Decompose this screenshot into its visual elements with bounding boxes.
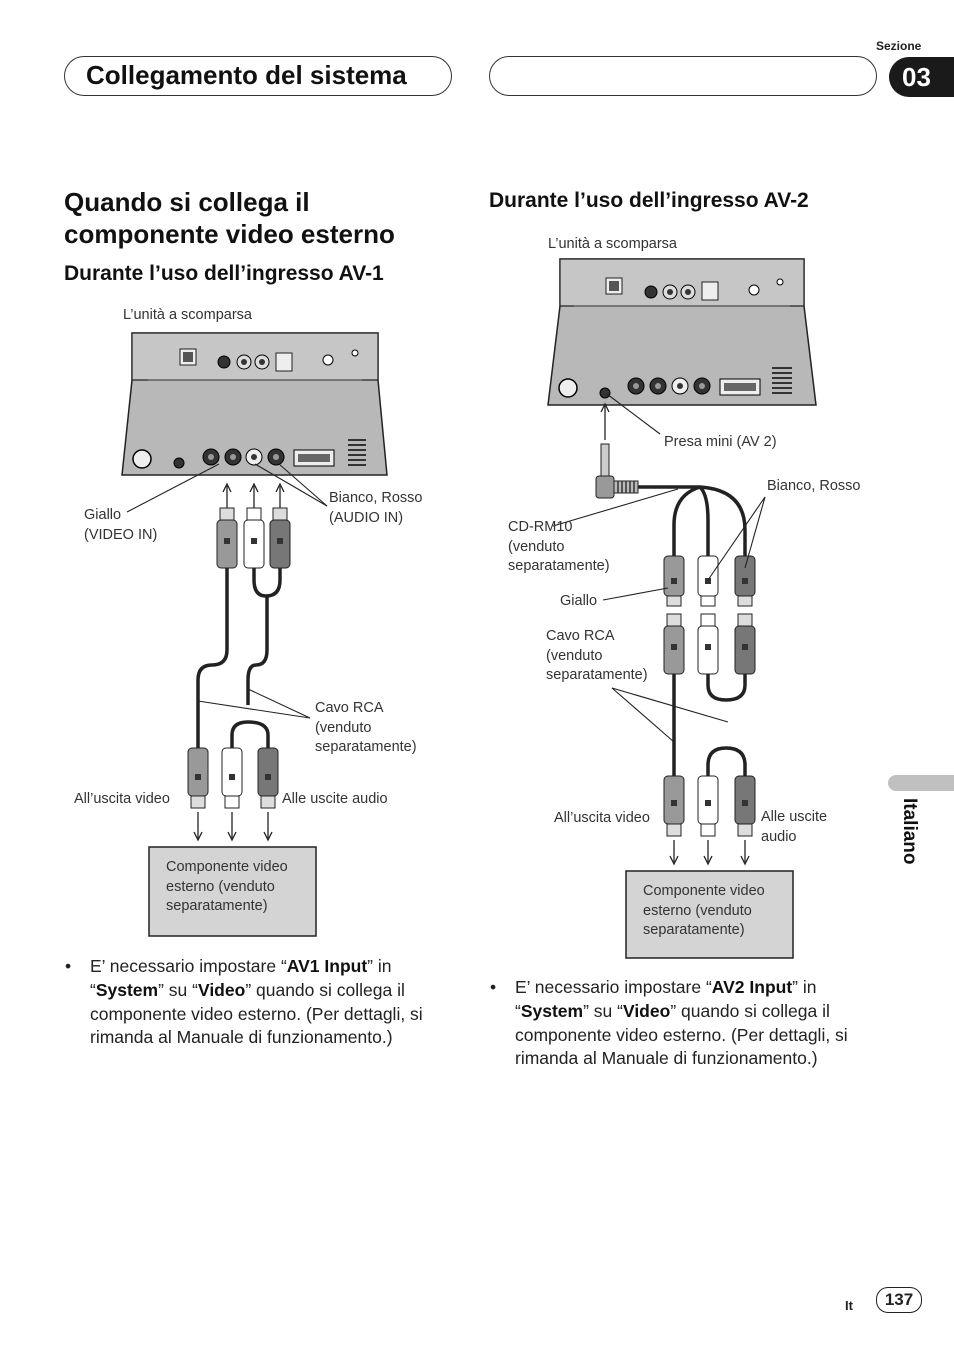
av2-cd-rm10-line-2: (venduto xyxy=(508,538,565,555)
av2-rca-label-line-3: separatamente) xyxy=(546,667,648,683)
av1-note-text-4: ” quando si collega il componente video … xyxy=(90,979,423,1048)
av2-note-text-3: ” su “ xyxy=(583,1000,623,1021)
av2-note-setting: AV2 Input xyxy=(711,977,793,997)
av1-audio-out-label: Alle uscite audio xyxy=(282,791,388,807)
av1-component-label: Componente video esterno (venduto separa… xyxy=(166,859,288,914)
av2-note-value: Video xyxy=(622,1000,671,1021)
av2-note: • E’ necessario impostare “AV2 Input” in … xyxy=(490,976,875,1071)
section-title: Collegamento del sistema xyxy=(86,60,407,90)
av1-component-box-frame xyxy=(148,846,317,937)
av2-rca-bottom-plugs xyxy=(663,775,756,837)
av2-rca-label-line-2: (venduto xyxy=(546,647,603,664)
av2-mini-jack-plug xyxy=(595,443,639,499)
av1-yellow-label-line-2: (VIDEO IN) xyxy=(84,526,158,543)
av2-note-text-4: ” quando si collega il componente video … xyxy=(515,1000,848,1069)
av2-cd-rm10-label: CD-RM10 (venduto separatamente) xyxy=(508,518,610,577)
header-empty-frame xyxy=(489,56,877,96)
av1-hideaway-unit-illustration xyxy=(121,332,388,476)
av1-yellow-label-line-1: Giallo xyxy=(84,507,122,523)
av1-note-setting: AV1 Input xyxy=(286,956,368,976)
main-title-line-2: componente video esterno xyxy=(64,219,395,249)
av2-component-box-frame xyxy=(625,870,794,959)
av1-bottom-rca-plugs xyxy=(187,747,279,809)
language-tab xyxy=(888,775,954,791)
page-number: 137 xyxy=(876,1287,922,1313)
av1-video-out-label: All’uscita video xyxy=(74,791,170,807)
av2-note-text-1: E’ necessario impostare “ xyxy=(515,977,712,997)
section-number-badge: 03 xyxy=(889,57,954,97)
av1-rca-label-line-1: Cavo RCA xyxy=(315,700,384,716)
main-title-line-1: Quando si collega il xyxy=(64,187,310,217)
language-code: It xyxy=(845,1298,853,1313)
language-label: Italiano xyxy=(899,798,920,865)
av1-note-text-3: ” su “ xyxy=(158,979,198,1000)
av1-note: • E’ necessario impostare “AV1 Input” in … xyxy=(65,955,450,1050)
av1-white-red-label-line-2: (AUDIO IN) xyxy=(329,509,404,526)
av2-rca-label-line-1: Cavo RCA xyxy=(546,628,615,644)
av1-rca-cable-label: Cavo RCA (venduto separatamente) xyxy=(315,699,417,758)
av1-rca-label-line-3: separatamente) xyxy=(315,739,417,755)
av2-y-cable-plugs xyxy=(663,555,756,607)
av2-yellow-label: Giallo xyxy=(560,593,598,609)
section-label: Sezione xyxy=(876,39,922,53)
av2-mini-jack-label: Presa mini (AV 2) xyxy=(664,434,777,450)
av2-rca-cable-label: Cavo RCA (venduto separatamente) xyxy=(546,627,648,686)
bullet-dot: • xyxy=(490,977,497,997)
av2-rca-top-plugs xyxy=(663,613,756,675)
av1-rca-label-line-2: (venduto xyxy=(315,719,372,736)
av2-unit-label: L’unità a scomparsa xyxy=(548,236,677,252)
av2-component-label: Componente video esterno (venduto separa… xyxy=(643,883,765,938)
av2-cd-rm10-line-3: separatamente) xyxy=(508,558,610,574)
av2-audio-out-line-2: audio xyxy=(761,828,797,845)
av2-white-red-label: Bianco, Rosso xyxy=(767,478,861,494)
av1-top-rca-plugs xyxy=(216,507,291,569)
av1-white-red-label-line-1: Bianco, Rosso xyxy=(329,490,423,506)
section-title-frame xyxy=(64,56,452,96)
av2-cd-rm10-line-1: CD-RM10 xyxy=(508,519,573,535)
av1-white-red-label: Bianco, Rosso (AUDIO IN) xyxy=(329,489,423,528)
av2-note-menu: System xyxy=(520,1000,584,1021)
av1-heading: Durante l’uso dell’ingresso AV-1 xyxy=(64,262,384,285)
av1-yellow-label: Giallo (VIDEO IN) xyxy=(84,506,157,545)
av2-hideaway-unit-illustration xyxy=(547,258,817,406)
av2-audio-out-label: Alle uscite audio xyxy=(761,808,827,847)
av1-note-text-2: ” in “ xyxy=(90,956,392,1000)
av2-note-text-2: ” in “ xyxy=(515,977,817,1021)
av1-note-text-1: E’ necessario impostare “ xyxy=(90,956,287,976)
av2-video-out-label: All’uscita video xyxy=(554,810,650,826)
av2-heading: Durante l’uso dell’ingresso AV-2 xyxy=(489,189,809,212)
av1-note-menu: System xyxy=(95,979,159,1000)
bullet-dot: • xyxy=(65,956,72,976)
main-title: Quando si collega il componente video es… xyxy=(64,186,395,250)
av1-note-value: Video xyxy=(197,979,246,1000)
av1-unit-label: L’unità a scomparsa xyxy=(123,307,252,323)
av2-audio-out-line-1: Alle uscite xyxy=(761,809,828,825)
